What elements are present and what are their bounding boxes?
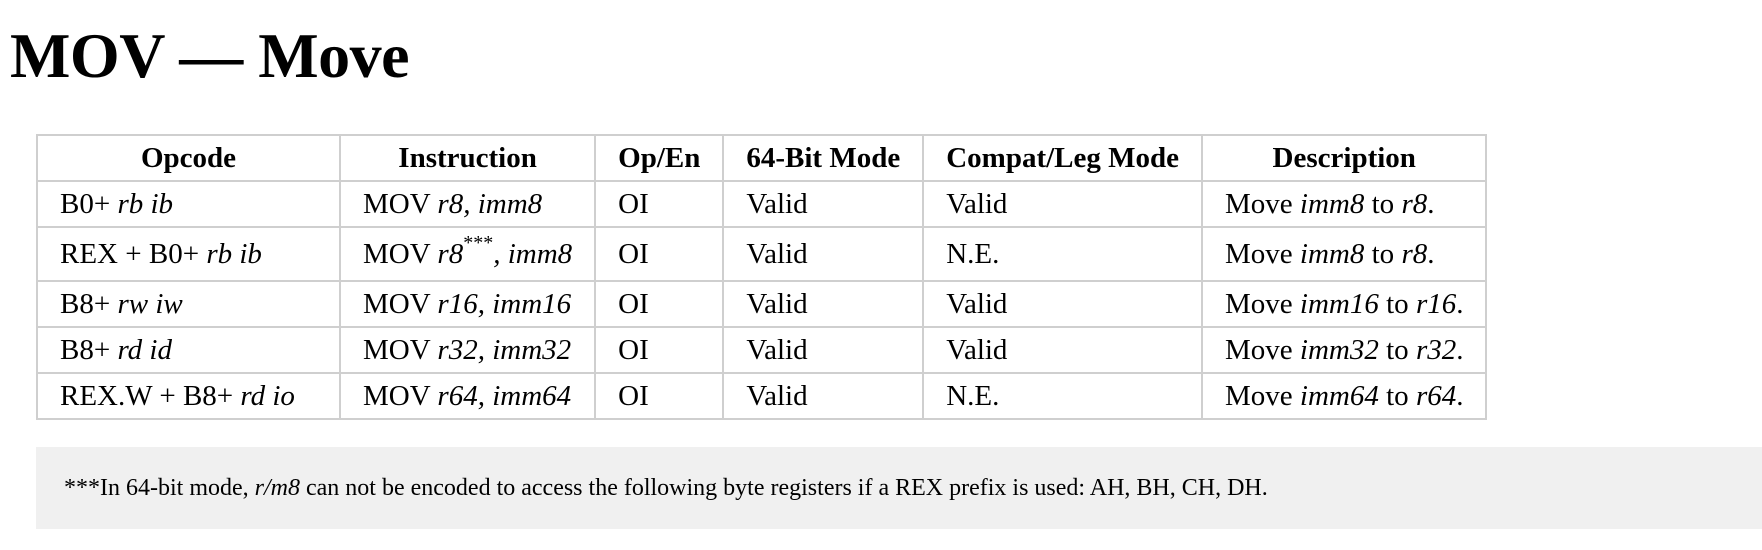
instruction-operand-1: r8	[437, 237, 464, 270]
instruction-mnemonic: MOV	[363, 333, 438, 366]
cell-64bit-mode: Valid	[722, 326, 925, 374]
table-row: B8+ rd id MOV r32, imm32 OI Valid Valid …	[36, 326, 1488, 374]
instruction-operand-2: , imm64	[477, 379, 572, 412]
opcode-operands: rw iw	[117, 287, 183, 320]
description-connector: to	[1378, 379, 1416, 412]
cell-description: Move imm8 to r8.	[1200, 226, 1488, 282]
cell-description: Move imm16 to r16.	[1200, 280, 1488, 328]
description-source: imm32	[1299, 333, 1379, 366]
description-verb: Move	[1225, 333, 1300, 366]
opcode-prefix: REX.W + B8+	[60, 379, 241, 412]
description-verb: Move	[1225, 237, 1300, 270]
cell-opcode: REX + B0+ rb ib	[36, 226, 341, 282]
opcode-operands: rd id	[117, 333, 172, 366]
cell-op-en: OI	[594, 280, 725, 328]
instruction-operand-2: , imm8	[463, 187, 543, 220]
opcode-prefix: B8+	[60, 333, 118, 366]
description-verb: Move	[1225, 287, 1300, 320]
description-period: .	[1427, 237, 1435, 270]
footnote-text-end: can not be encoded to access the followi…	[299, 475, 1268, 501]
cell-description: Move imm8 to r8.	[1200, 180, 1488, 228]
header-compat-leg-mode: Compat/Leg Mode	[922, 134, 1203, 182]
description-destination: r16	[1415, 287, 1457, 320]
instruction-operand-2: , imm32	[477, 333, 572, 366]
description-source: imm8	[1299, 237, 1365, 270]
description-connector: to	[1378, 287, 1416, 320]
description-connector: to	[1364, 187, 1402, 220]
opcode-prefix: B8+	[60, 287, 118, 320]
table-row: B8+ rw iw MOV r16, imm16 OI Valid Valid …	[36, 280, 1488, 328]
table-row: B0+ rb ib MOV r8, imm8 OI Valid Valid Mo…	[36, 180, 1488, 228]
footnote-operand: r/m8	[254, 475, 300, 501]
instruction-operand-1: r64	[437, 379, 478, 412]
header-description: Description	[1200, 134, 1488, 182]
table-row: REX + B0+ rb ib MOV r8***, imm8 OI Valid…	[36, 226, 1488, 282]
description-period: .	[1427, 187, 1435, 220]
cell-instruction: MOV r32, imm32	[338, 326, 597, 374]
header-64bit-mode: 64-Bit Mode	[722, 134, 925, 182]
description-connector: to	[1378, 333, 1416, 366]
cell-64bit-mode: Valid	[722, 280, 925, 328]
cell-compat-mode: Valid	[922, 180, 1203, 228]
cell-description: Move imm64 to r64.	[1200, 372, 1488, 420]
cell-opcode: REX.W + B8+ rd io	[36, 372, 341, 420]
instruction-operand-2: , imm16	[477, 287, 572, 320]
opcode-table: Opcode Instruction Op/En 64-Bit Mode Com…	[36, 134, 1488, 420]
cell-instruction: MOV r16, imm16	[338, 280, 597, 328]
cell-compat-mode: N.E.	[922, 226, 1203, 282]
description-destination: r8	[1401, 237, 1428, 270]
cell-instruction: MOV r8***, imm8	[338, 226, 597, 282]
cell-64bit-mode: Valid	[722, 372, 925, 420]
instruction-operand-1: r16	[437, 287, 478, 320]
header-opcode: Opcode	[36, 134, 341, 182]
header-op-en: Op/En	[594, 134, 725, 182]
cell-op-en: OI	[594, 226, 725, 282]
description-destination: r8	[1401, 187, 1428, 220]
instruction-mnemonic: MOV	[363, 287, 438, 320]
cell-instruction: MOV r64, imm64	[338, 372, 597, 420]
table-row: REX.W + B8+ rd io MOV r64, imm64 OI Vali…	[36, 372, 1488, 420]
cell-opcode: B0+ rb ib	[36, 180, 341, 228]
instruction-operand-1: r32	[437, 333, 478, 366]
opcode-operands: rb ib	[117, 187, 174, 220]
description-source: imm64	[1299, 379, 1379, 412]
cell-64bit-mode: Valid	[722, 226, 925, 282]
instruction-operand-2: , imm8	[493, 237, 573, 270]
cell-opcode: B8+ rd id	[36, 326, 341, 374]
description-period: .	[1456, 333, 1464, 366]
instruction-mnemonic: MOV	[363, 187, 438, 220]
cell-compat-mode: Valid	[922, 326, 1203, 374]
footnote-box: ***In 64-bit mode, r/m8 can not be encod…	[36, 447, 1762, 529]
instruction-mnemonic: MOV	[363, 237, 438, 270]
cell-description: Move imm32 to r32.	[1200, 326, 1488, 374]
page-title: MOV — Move	[10, 20, 410, 91]
header-instruction: Instruction	[338, 134, 597, 182]
description-source: imm8	[1299, 187, 1365, 220]
table-header-row: Opcode Instruction Op/En 64-Bit Mode Com…	[36, 134, 1488, 182]
description-destination: r64	[1415, 379, 1457, 412]
opcode-prefix: REX + B0+	[60, 237, 207, 270]
cell-instruction: MOV r8, imm8	[338, 180, 597, 228]
cell-op-en: OI	[594, 326, 725, 374]
description-destination: r32	[1415, 333, 1457, 366]
description-connector: to	[1364, 237, 1402, 270]
cell-opcode: B8+ rw iw	[36, 280, 341, 328]
footnote-marker: ***	[463, 231, 494, 254]
opcode-prefix: B0+	[60, 187, 118, 220]
opcode-operands: rb ib	[206, 237, 262, 270]
footnote-text-start: ***In 64-bit mode,	[64, 475, 255, 501]
instruction-mnemonic: MOV	[363, 379, 438, 412]
description-period: .	[1456, 379, 1464, 412]
description-verb: Move	[1225, 187, 1300, 220]
opcode-operands: rd io	[240, 379, 295, 412]
cell-compat-mode: N.E.	[922, 372, 1203, 420]
description-period: .	[1456, 287, 1464, 320]
cell-compat-mode: Valid	[922, 280, 1203, 328]
instruction-operand-1: r8	[437, 187, 464, 220]
description-verb: Move	[1225, 379, 1300, 412]
cell-64bit-mode: Valid	[722, 180, 925, 228]
description-source: imm16	[1299, 287, 1379, 320]
cell-op-en: OI	[594, 372, 725, 420]
cell-op-en: OI	[594, 180, 725, 228]
